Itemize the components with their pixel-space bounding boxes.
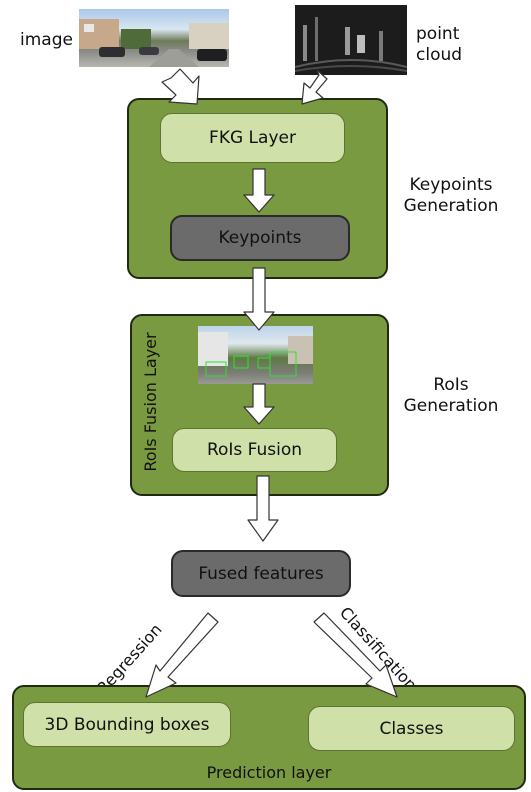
pointcloud-to-fkg-arrow bbox=[301, 69, 328, 105]
fused-features-box: Fused features bbox=[171, 550, 351, 597]
image-input-label: image bbox=[20, 30, 73, 50]
keypoints-generation-line1: Keypoints bbox=[409, 175, 493, 195]
rois-fusion-box: RoIs Fusion bbox=[172, 428, 337, 472]
rois-generation-label: RoIs Generation bbox=[395, 375, 507, 417]
rois-generation-line2: Generation bbox=[403, 396, 499, 416]
keypoints-box: Keypoints bbox=[170, 215, 350, 261]
rois-to-fused-arrow bbox=[247, 475, 279, 542]
image-to-rois-fusion-arrow bbox=[243, 383, 275, 425]
fkg-layer-box: FKG Layer bbox=[160, 113, 345, 163]
fkg-to-keypoints-arrow bbox=[243, 168, 275, 213]
point-cloud-label-line1: point bbox=[416, 24, 460, 44]
street-image-thumbnail bbox=[79, 9, 229, 67]
keypoints-to-rois-arrow bbox=[243, 267, 275, 331]
bounding-boxes-label: 3D Bounding boxes bbox=[44, 714, 210, 735]
street-scene-icon bbox=[79, 19, 229, 67]
keypoints-label: Keypoints bbox=[218, 228, 302, 248]
rois-generation-line1: RoIs bbox=[433, 375, 469, 395]
prediction-layer-label: Prediction layer bbox=[206, 763, 332, 782]
point-cloud-input-label: point cloud bbox=[416, 24, 462, 66]
bounding-boxes-box: 3D Bounding boxes bbox=[23, 702, 231, 747]
image-to-fkg-arrow bbox=[161, 68, 200, 105]
keypoints-generation-label: Keypoints Generation bbox=[395, 175, 507, 217]
detection-boxes-icon bbox=[198, 332, 313, 377]
point-cloud-icon bbox=[295, 17, 407, 72]
fkg-layer-label: FKG Layer bbox=[209, 128, 296, 148]
regression-arrow bbox=[145, 612, 219, 698]
classes-box: Classes bbox=[308, 706, 515, 751]
classes-label: Classes bbox=[379, 718, 444, 739]
keypoints-generation-line2: Generation bbox=[403, 196, 499, 216]
classification-arrow bbox=[313, 612, 398, 698]
point-cloud-label-line2: cloud bbox=[416, 45, 463, 65]
point-cloud-thumbnail bbox=[295, 5, 407, 75]
fused-features-label: Fused features bbox=[198, 563, 324, 584]
detection-image-thumbnail bbox=[198, 326, 313, 384]
rois-fusion-label: RoIs Fusion bbox=[206, 440, 303, 460]
